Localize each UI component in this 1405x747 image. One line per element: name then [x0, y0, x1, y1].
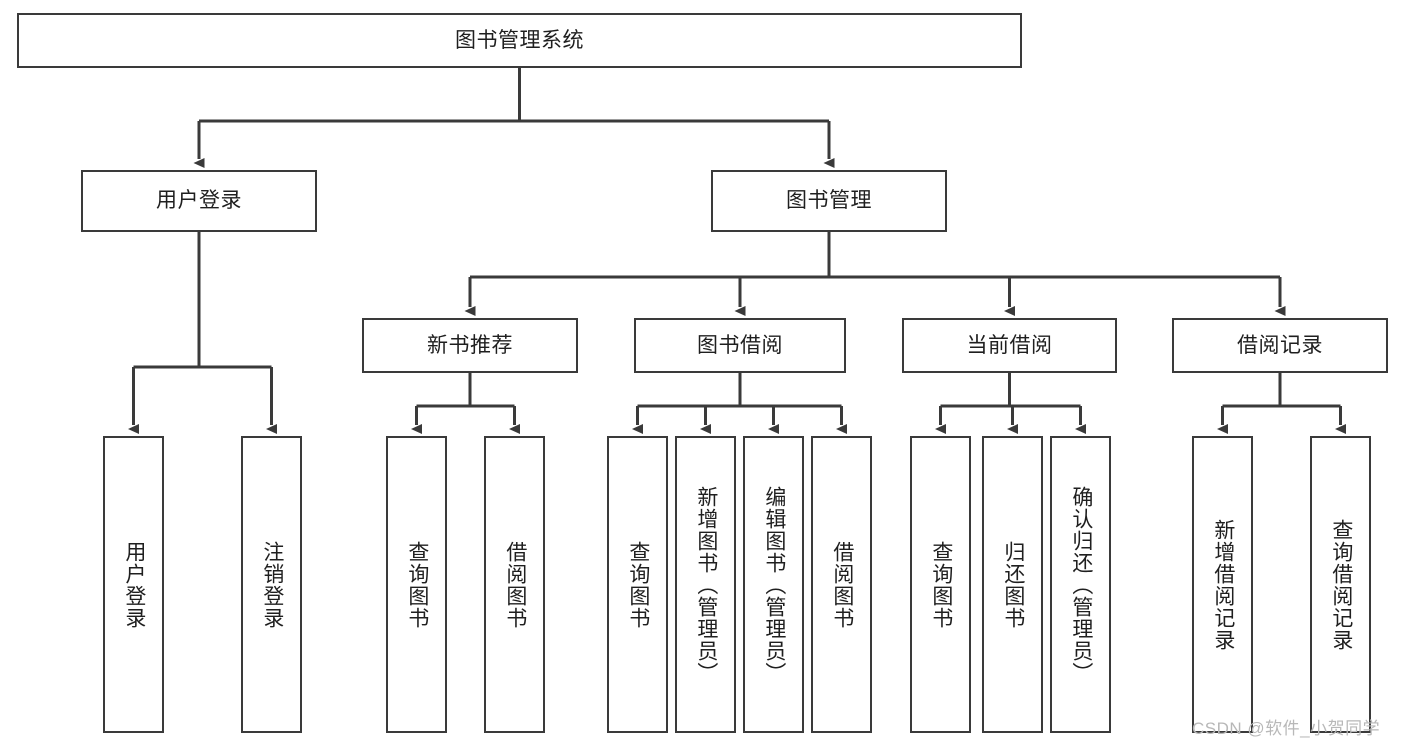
node-leaf-return-book[interactable]: 归还图书 — [982, 436, 1043, 733]
node-label-new-book-rec: 新书推荐 — [427, 333, 513, 357]
node-current-borrow[interactable]: 当前借阅 — [902, 318, 1117, 373]
node-label-leaf-add-record: 新增借阅记录 — [1211, 518, 1235, 651]
node-borrow-record[interactable]: 借阅记录 — [1172, 318, 1388, 373]
node-label-leaf-edit-book: 编辑图书（管理员） — [762, 485, 786, 684]
node-new-book-rec[interactable]: 新书推荐 — [362, 318, 578, 373]
node-leaf-borrow-book-1[interactable]: 借阅图书 — [484, 436, 545, 733]
node-label-leaf-query-book-2: 查询图书 — [626, 540, 650, 629]
node-label-leaf-return-book: 归还图书 — [1001, 540, 1025, 629]
node-label-book-borrow: 图书借阅 — [697, 333, 783, 357]
node-leaf-user-logout[interactable]: 注销登录 — [241, 436, 302, 733]
node-leaf-borrow-book-2[interactable]: 借阅图书 — [811, 436, 872, 733]
csdn-watermark: CSDN @软件_小贺同学 — [1192, 719, 1381, 738]
node-root[interactable]: 图书管理系统 — [17, 13, 1022, 68]
node-leaf-user-login[interactable]: 用户登录 — [103, 436, 164, 733]
node-label-leaf-confirm-return: 确认归还（管理员） — [1069, 485, 1093, 684]
node-label-book-manage: 图书管理 — [786, 189, 872, 213]
node-leaf-edit-book[interactable]: 编辑图书（管理员） — [743, 436, 804, 733]
node-label-leaf-borrow-book-2: 借阅图书 — [830, 540, 854, 629]
node-user-login[interactable]: 用户登录 — [81, 170, 317, 232]
node-label-leaf-borrow-book-1: 借阅图书 — [503, 540, 527, 629]
node-label-leaf-query-book-3: 查询图书 — [929, 540, 953, 629]
node-leaf-query-book-2[interactable]: 查询图书 — [607, 436, 668, 733]
node-leaf-add-record[interactable]: 新增借阅记录 — [1192, 436, 1253, 733]
node-leaf-query-book-3[interactable]: 查询图书 — [910, 436, 971, 733]
node-label-leaf-query-record: 查询借阅记录 — [1329, 518, 1353, 651]
node-leaf-add-book[interactable]: 新增图书（管理员） — [675, 436, 736, 733]
node-label-current-borrow: 当前借阅 — [966, 333, 1053, 357]
node-label-leaf-user-login: 用户登录 — [122, 540, 146, 629]
node-label-leaf-add-book: 新增图书（管理员） — [694, 485, 718, 684]
node-label-leaf-user-logout: 注销登录 — [260, 540, 284, 629]
node-leaf-query-record[interactable]: 查询借阅记录 — [1310, 436, 1371, 733]
node-label-root: 图书管理系统 — [455, 28, 584, 52]
node-book-borrow[interactable]: 图书借阅 — [634, 318, 846, 373]
node-label-user-login: 用户登录 — [156, 189, 242, 213]
node-book-manage[interactable]: 图书管理 — [711, 170, 947, 232]
node-leaf-query-book-1[interactable]: 查询图书 — [386, 436, 447, 733]
node-label-leaf-query-book-1: 查询图书 — [405, 540, 429, 629]
node-leaf-confirm-return[interactable]: 确认归还（管理员） — [1050, 436, 1111, 733]
node-label-borrow-record: 借阅记录 — [1237, 333, 1323, 357]
